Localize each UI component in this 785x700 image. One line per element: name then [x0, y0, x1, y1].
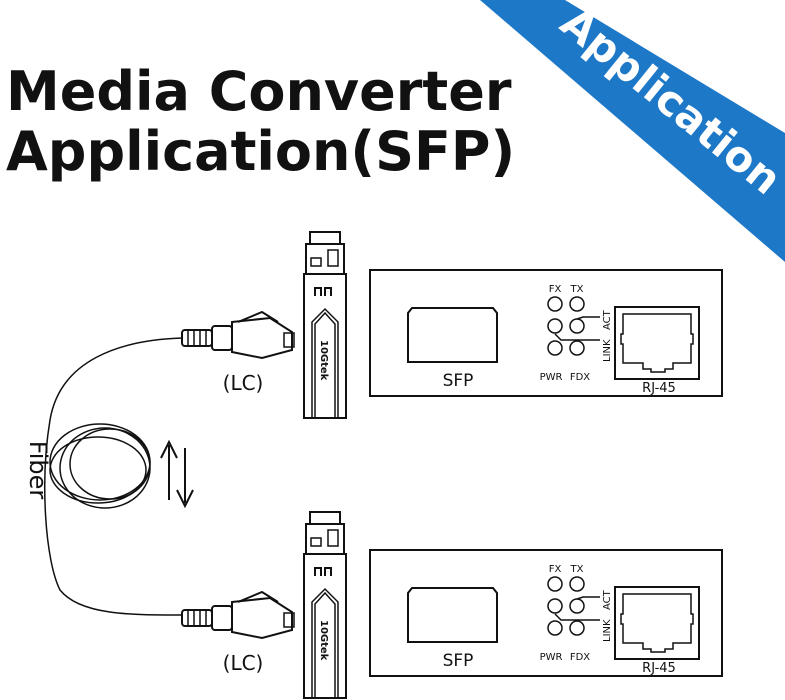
- module-brand: 10Gtek: [318, 620, 329, 661]
- led-indicator: [569, 296, 585, 312]
- sfp-module: 10Gtek: [303, 511, 347, 699]
- port-label: RJ-45: [642, 381, 676, 396]
- led-label-pwr: PWR: [540, 372, 563, 383]
- led-indicator: [569, 598, 585, 614]
- led-indicator: [547, 598, 563, 614]
- led-indicator: [547, 340, 563, 356]
- sfp-slot[interactable]: [407, 307, 498, 363]
- lc-connector: [181, 590, 295, 640]
- led-label-act: ACT: [602, 589, 613, 610]
- title-line-1: Media Converter: [6, 60, 512, 123]
- slot-label: SFP: [443, 651, 474, 671]
- rj45-port[interactable]: [614, 586, 700, 660]
- port-label: RJ-45: [642, 661, 676, 676]
- led-label-fx: FX: [549, 284, 562, 295]
- led-label-fdx: FDX: [570, 372, 590, 383]
- led-label-link: LINK: [602, 619, 613, 642]
- led-label-tx: TX: [570, 284, 584, 295]
- led-indicator: [569, 318, 585, 334]
- fiber-cable: [44, 337, 183, 616]
- led-label-link: LINK: [602, 339, 613, 362]
- led-indicator: [547, 296, 563, 312]
- corner-banner: [480, 0, 785, 262]
- media-converter: SFP FX TX PWR FDX LINK ACT RJ-45: [369, 549, 723, 677]
- slot-label: SFP: [443, 371, 474, 391]
- sfp-module: 10Gtek: [303, 231, 347, 419]
- banner-text: Application: [552, 0, 785, 204]
- lc-connector: [181, 310, 295, 360]
- led-indicator: [569, 620, 585, 636]
- led-label-tx: TX: [570, 564, 584, 575]
- led-indicator: [547, 576, 563, 592]
- module-brand: 10Gtek: [318, 340, 329, 381]
- led-indicator: [569, 340, 585, 356]
- led-label-fdx: FDX: [570, 652, 590, 663]
- led-indicator: [547, 318, 563, 334]
- sfp-slot[interactable]: [407, 587, 498, 643]
- led-label-act: ACT: [602, 309, 613, 330]
- connector-label: (LC): [223, 371, 264, 395]
- led-indicator: [547, 620, 563, 636]
- bidirectional-arrows-icon: [160, 439, 194, 509]
- title-line-2: Application(SFP): [6, 120, 515, 183]
- fiber-label: Fiber: [24, 441, 52, 500]
- led-label-pwr: PWR: [540, 652, 563, 663]
- led-indicator: [569, 576, 585, 592]
- led-label-fx: FX: [549, 564, 562, 575]
- rj45-port[interactable]: [614, 306, 700, 380]
- media-converter: SFP FX TX PWR FDX LINK ACT RJ-45: [369, 269, 723, 397]
- connector-label: (LC): [223, 651, 264, 675]
